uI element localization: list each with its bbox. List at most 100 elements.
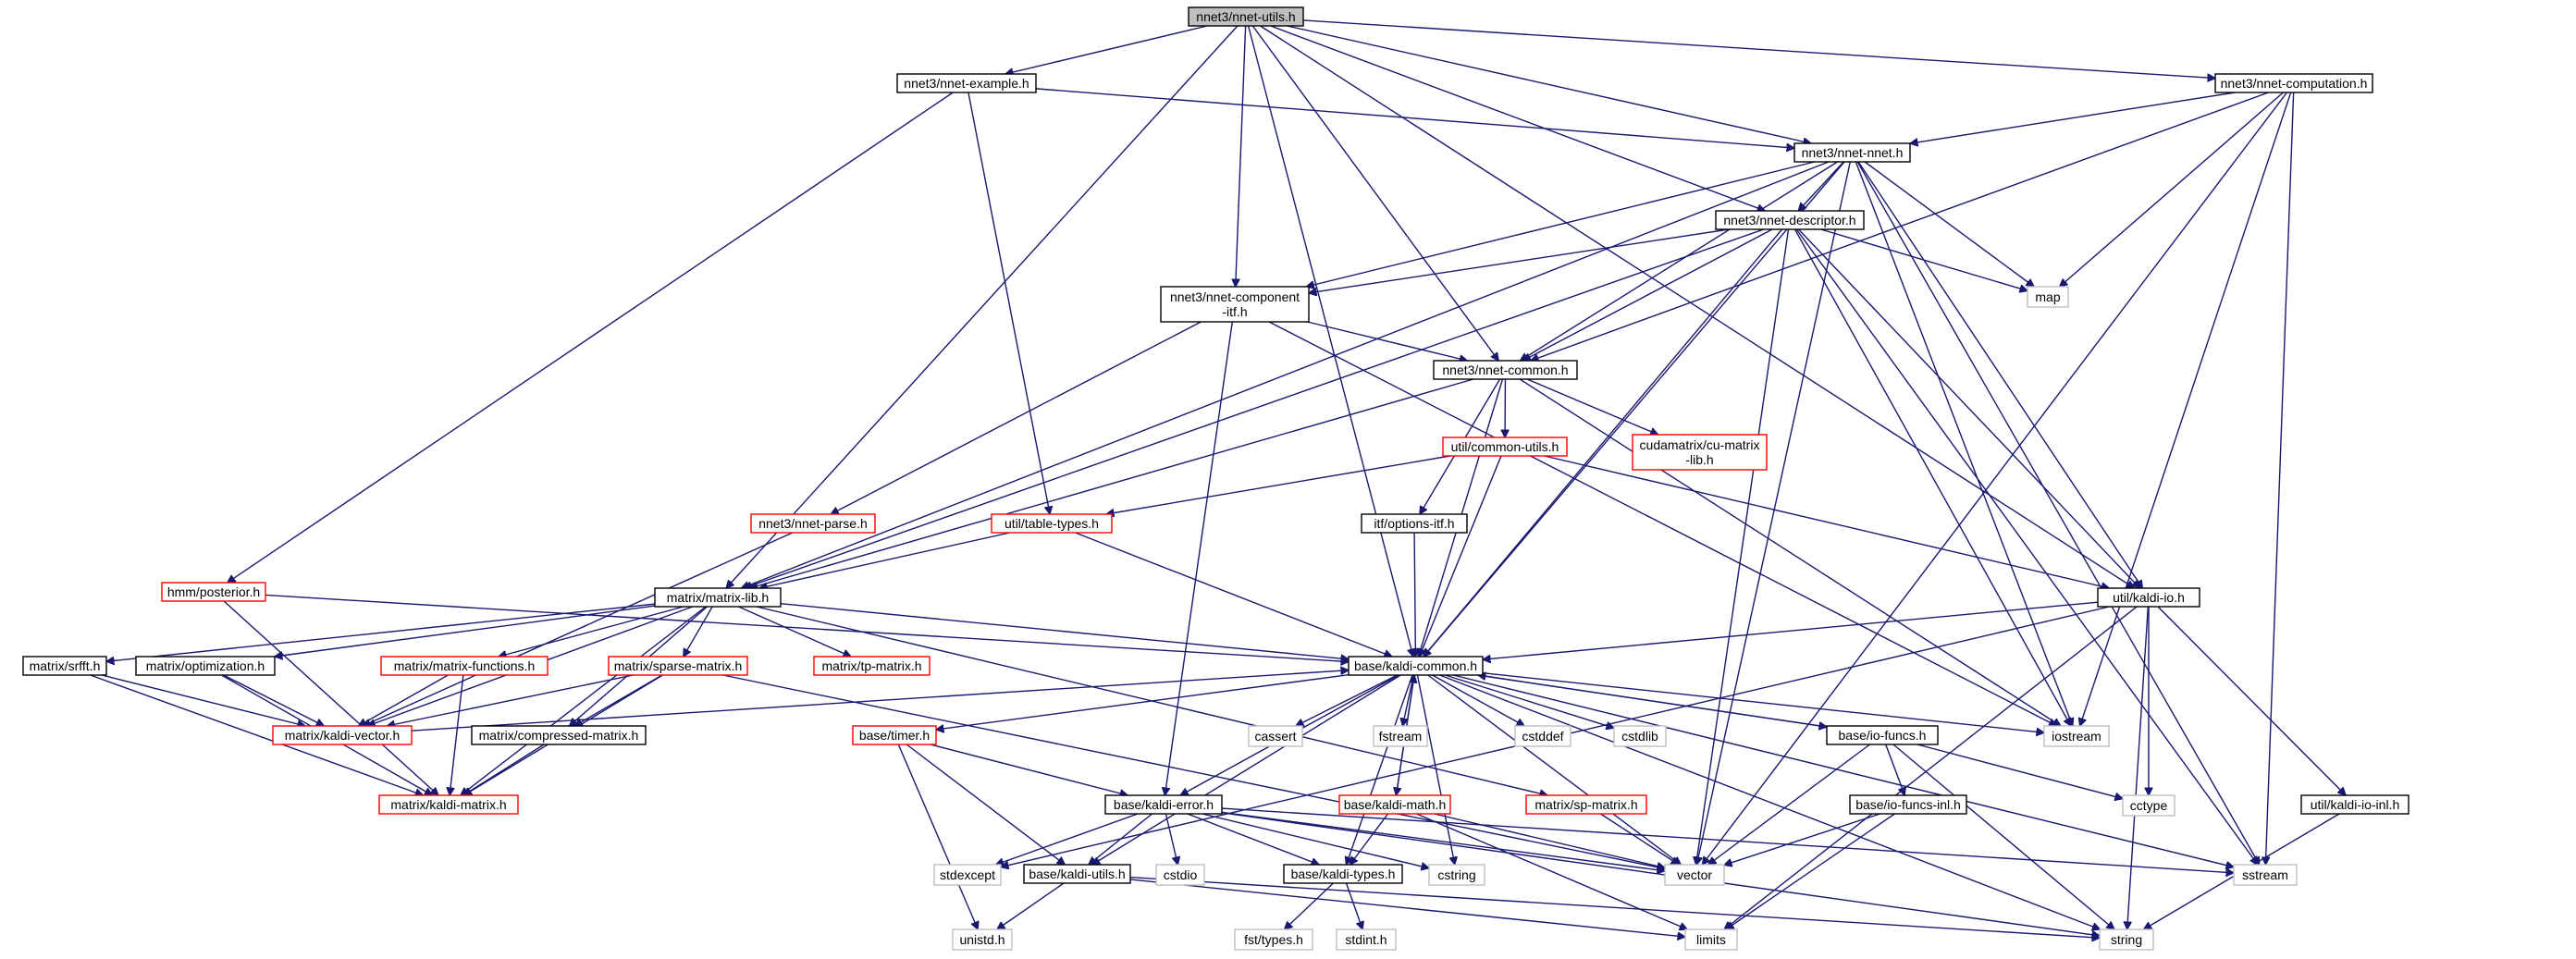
edge-kaldi_common-to-sstream bbox=[1452, 674, 2234, 867]
node-label: cudamatrix/cu-matrix bbox=[1640, 437, 1760, 452]
node-box bbox=[1514, 725, 1571, 747]
edge-options_itf-to-kaldi_common bbox=[1414, 532, 1415, 657]
edge-kaldi_error-to-kaldi_utils bbox=[1089, 813, 1152, 865]
node-label: unistd.h bbox=[959, 932, 1005, 947]
node-cstdio: cstdio bbox=[1155, 864, 1205, 886]
node-label: cstring bbox=[1437, 867, 1475, 882]
node-box bbox=[896, 73, 1037, 93]
edge-kaldi_common-to-cstring bbox=[1416, 674, 1454, 865]
node-label: nnet3/nnet-example.h bbox=[904, 76, 1029, 91]
edge-timer-to-kaldi_utils bbox=[906, 744, 1065, 865]
edge-n_nnet-to-iostream bbox=[1855, 161, 2072, 726]
node-label: base/kaldi-error.h bbox=[1114, 797, 1214, 812]
node-kaldi_utils[interactable]: base/kaldi-utils.h bbox=[1023, 864, 1131, 884]
node-box bbox=[2122, 794, 2175, 817]
node-kaldi_error[interactable]: base/kaldi-error.h bbox=[1104, 794, 1223, 815]
node-label: cstdlib bbox=[1621, 729, 1658, 744]
node-io_funcs[interactable]: base/io-funcs.h bbox=[1826, 725, 1939, 745]
edge-io_funcs-to-kaldi_common bbox=[1478, 675, 1828, 728]
edge-kaldi_common-to-cstdlib bbox=[1445, 674, 1614, 728]
edge-kaldi_types-to-stdint bbox=[1345, 882, 1363, 929]
node-box bbox=[1283, 864, 1403, 884]
node-srfft[interactable]: matrix/srfft.h bbox=[22, 656, 107, 676]
node-n_descriptor[interactable]: nnet3/nnet-descriptor.h bbox=[1715, 210, 1865, 230]
node-n_utils[interactable]: nnet3/nnet-utils.h bbox=[1188, 6, 1304, 27]
edge-kaldi_common-to-cassert bbox=[1296, 674, 1398, 726]
edge-matrix_functions-to-kaldi_matrix bbox=[450, 674, 464, 795]
edge-n_descriptor-to-iostream bbox=[1793, 228, 2071, 726]
node-box bbox=[813, 656, 931, 676]
node-label: matrix/compressed-matrix.h bbox=[479, 728, 639, 743]
node-box bbox=[1361, 513, 1468, 534]
edge-kaldi_error-to-stdexcept bbox=[996, 813, 1139, 865]
edge-kaldi_error-to-vector bbox=[1221, 811, 1665, 870]
edge-kaldi_io-to-string bbox=[2127, 606, 2150, 929]
node-n_component[interactable]: nnet3/nnet-component-itf.h bbox=[1160, 286, 1310, 323]
node-sp_matrix[interactable]: matrix/sp-matrix.h bbox=[1525, 794, 1647, 815]
node-box bbox=[654, 587, 782, 608]
node-optimization[interactable]: matrix/optimization.h bbox=[135, 656, 276, 676]
node-n_nnet[interactable]: nnet3/nnet-nnet.h bbox=[1793, 142, 1911, 163]
node-kaldi_common[interactable]: base/kaldi-common.h bbox=[1348, 656, 1484, 676]
node-compressed[interactable]: matrix/compressed-matrix.h bbox=[471, 725, 647, 745]
edge-n_utils-to-matrix_lib bbox=[726, 25, 1239, 588]
node-table_types[interactable]: util/table-types.h bbox=[991, 513, 1113, 534]
node-box bbox=[2300, 794, 2410, 815]
node-box bbox=[952, 928, 1013, 951]
node-box bbox=[750, 513, 876, 534]
edge-n_nnet-to-vector bbox=[1696, 161, 1852, 865]
edge-io_funcs_inl-to-vector bbox=[1724, 813, 1880, 865]
edge-kaldi_types-to-fst_types bbox=[1285, 882, 1334, 929]
node-label: util/kaldi-io-inl.h bbox=[2311, 797, 2399, 812]
edge-n_nnet-to-n_common bbox=[1520, 161, 1838, 361]
edge-kaldi_common-to-cstddef bbox=[1432, 674, 1525, 726]
node-label: base/kaldi-types.h bbox=[1291, 867, 1396, 881]
node-box bbox=[272, 725, 413, 745]
node-label: matrix/tp-matrix.h bbox=[821, 658, 921, 673]
node-kaldi_types[interactable]: base/kaldi-types.h bbox=[1283, 864, 1403, 884]
edge-optimization-to-kaldi_vector bbox=[223, 674, 325, 726]
node-n_common[interactable]: nnet3/nnet-common.h bbox=[1433, 360, 1578, 380]
node-kaldi_vector[interactable]: matrix/kaldi-vector.h bbox=[272, 725, 413, 745]
node-options_itf[interactable]: itf/options-itf.h bbox=[1361, 513, 1468, 534]
node-kaldi_io_inl[interactable]: util/kaldi-io-inl.h bbox=[2300, 794, 2410, 815]
node-n_parse[interactable]: nnet3/nnet-parse.h bbox=[750, 513, 876, 534]
edge-common_utils-to-kaldi_io bbox=[1544, 455, 2110, 588]
node-sparse_matrix[interactable]: matrix/sparse-matrix.h bbox=[608, 656, 748, 676]
node-kaldi_io[interactable]: util/kaldi-io.h bbox=[2097, 587, 2200, 608]
node-box bbox=[1664, 864, 1725, 886]
edge-io_funcs-to-vector bbox=[1708, 744, 1870, 865]
edge-n_utils-to-kaldi_common bbox=[1247, 25, 1413, 657]
node-timer[interactable]: base/timer.h bbox=[852, 725, 937, 745]
node-label: sstream bbox=[2242, 867, 2288, 882]
node-stdint: stdint.h bbox=[1336, 928, 1397, 951]
edge-kaldi_common-to-kaldi_utils bbox=[1092, 674, 1401, 865]
node-io_funcs_inl[interactable]: base/io-funcs-inl.h bbox=[1849, 794, 1967, 815]
edge-srfft-to-kaldi_matrix bbox=[90, 674, 424, 795]
node-matrix_functions[interactable]: matrix/matrix-functions.h bbox=[380, 656, 548, 676]
node-cstdlib: cstdlib bbox=[1613, 725, 1667, 747]
node-tp_matrix[interactable]: matrix/tp-matrix.h bbox=[813, 656, 931, 676]
node-box bbox=[1525, 794, 1647, 815]
edge-n_component-to-n_common bbox=[1307, 321, 1467, 361]
node-box bbox=[1373, 725, 1428, 747]
node-layer: nnet3/nnet-utils.h nnet3/nnet-example.h nn… bbox=[22, 6, 2410, 951]
node-label: matrix/optimization.h bbox=[146, 658, 265, 673]
edge-io_funcs-to-cctype bbox=[1917, 744, 2123, 799]
node-box bbox=[161, 582, 266, 602]
node-n_example[interactable]: nnet3/nnet-example.h bbox=[896, 73, 1037, 93]
node-label: nnet3/nnet-descriptor.h bbox=[1723, 213, 1855, 227]
node-box bbox=[471, 725, 647, 745]
node-matrix_lib[interactable]: matrix/matrix-lib.h bbox=[654, 587, 782, 608]
edge-kaldi_math-to-vector bbox=[1434, 813, 1665, 867]
node-common_utils[interactable]: util/common-utils.h bbox=[1442, 436, 1568, 457]
edge-kaldi_io-to-kaldi_io_inl bbox=[2157, 606, 2346, 795]
node-kaldi_math[interactable]: base/kaldi-math.h bbox=[1338, 794, 1451, 815]
edge-kaldi_common-to-kaldi_types bbox=[1346, 674, 1413, 865]
edge-io_funcs-to-io_funcs_inl bbox=[1885, 744, 1905, 795]
edge-n_utils-to-n_example bbox=[1005, 25, 1208, 74]
node-cu_matrix[interactable]: cudamatrix/cu-matrix-lib.h bbox=[1632, 434, 1768, 471]
node-kaldi_matrix[interactable]: matrix/kaldi-matrix.h bbox=[378, 794, 519, 815]
node-posterior[interactable]: hmm/posterior.h bbox=[161, 582, 266, 602]
node-n_computation[interactable]: nnet3/nnet-computation.h bbox=[2214, 73, 2373, 93]
